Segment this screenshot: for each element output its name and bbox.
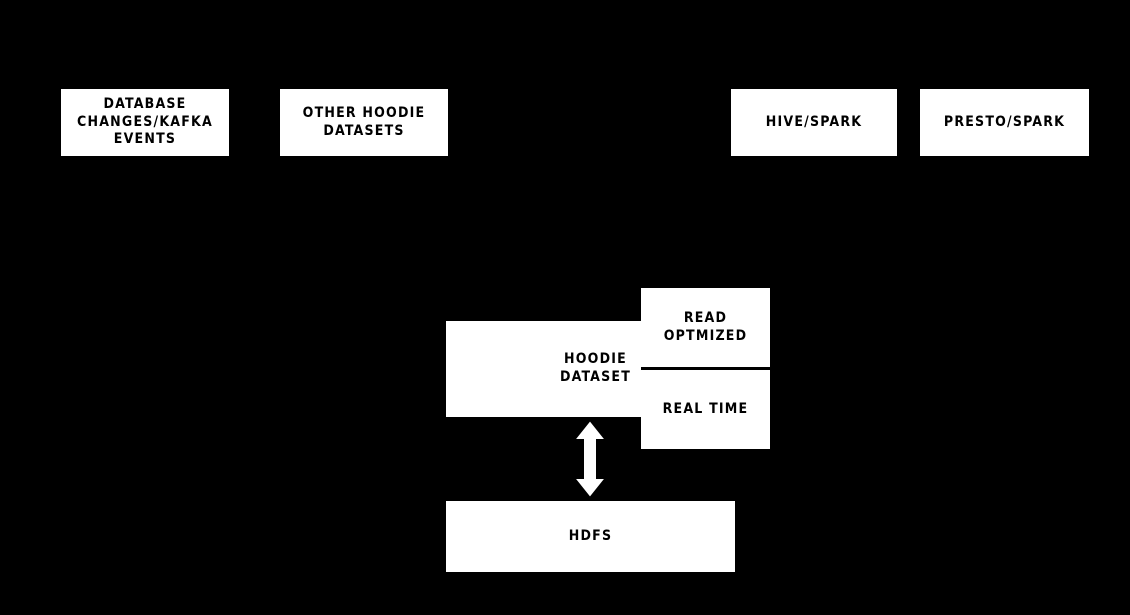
node-label: HDFS bbox=[568, 527, 613, 544]
node-other-hoodie-datasets[interactable]: OTHER HOODIE DATASETS bbox=[280, 89, 448, 156]
node-database-changes-kafka-events[interactable]: DATABASE CHANGES/KAFKA EVENTS bbox=[61, 89, 229, 156]
node-read-optimized-view[interactable]: READ OPTMIZED bbox=[641, 288, 770, 370]
view-stack-container: READ OPTMIZED REAL TIME bbox=[641, 288, 770, 449]
node-label: DATABASE CHANGES/KAFKA EVENTS bbox=[77, 95, 213, 148]
node-hdfs[interactable]: HDFS bbox=[446, 501, 735, 572]
node-label: OTHER HOODIE DATASETS bbox=[302, 104, 426, 139]
node-hoodie-dataset[interactable]: HOODIE DATASET bbox=[446, 321, 641, 417]
node-label: HOODIE DATASET bbox=[559, 351, 631, 385]
node-real-time-view[interactable]: REAL TIME bbox=[641, 370, 770, 449]
node-hive-spark[interactable]: HIVE/SPARK bbox=[731, 89, 897, 156]
node-label: REAL TIME bbox=[662, 400, 749, 417]
node-label: HIVE/SPARK bbox=[765, 113, 863, 130]
node-presto-spark[interactable]: PRESTO/SPARK bbox=[920, 89, 1089, 156]
node-label: PRESTO/SPARK bbox=[943, 113, 1066, 130]
double-headed-arrow-icon bbox=[571, 418, 609, 500]
node-label: READ OPTMIZED bbox=[663, 309, 748, 344]
